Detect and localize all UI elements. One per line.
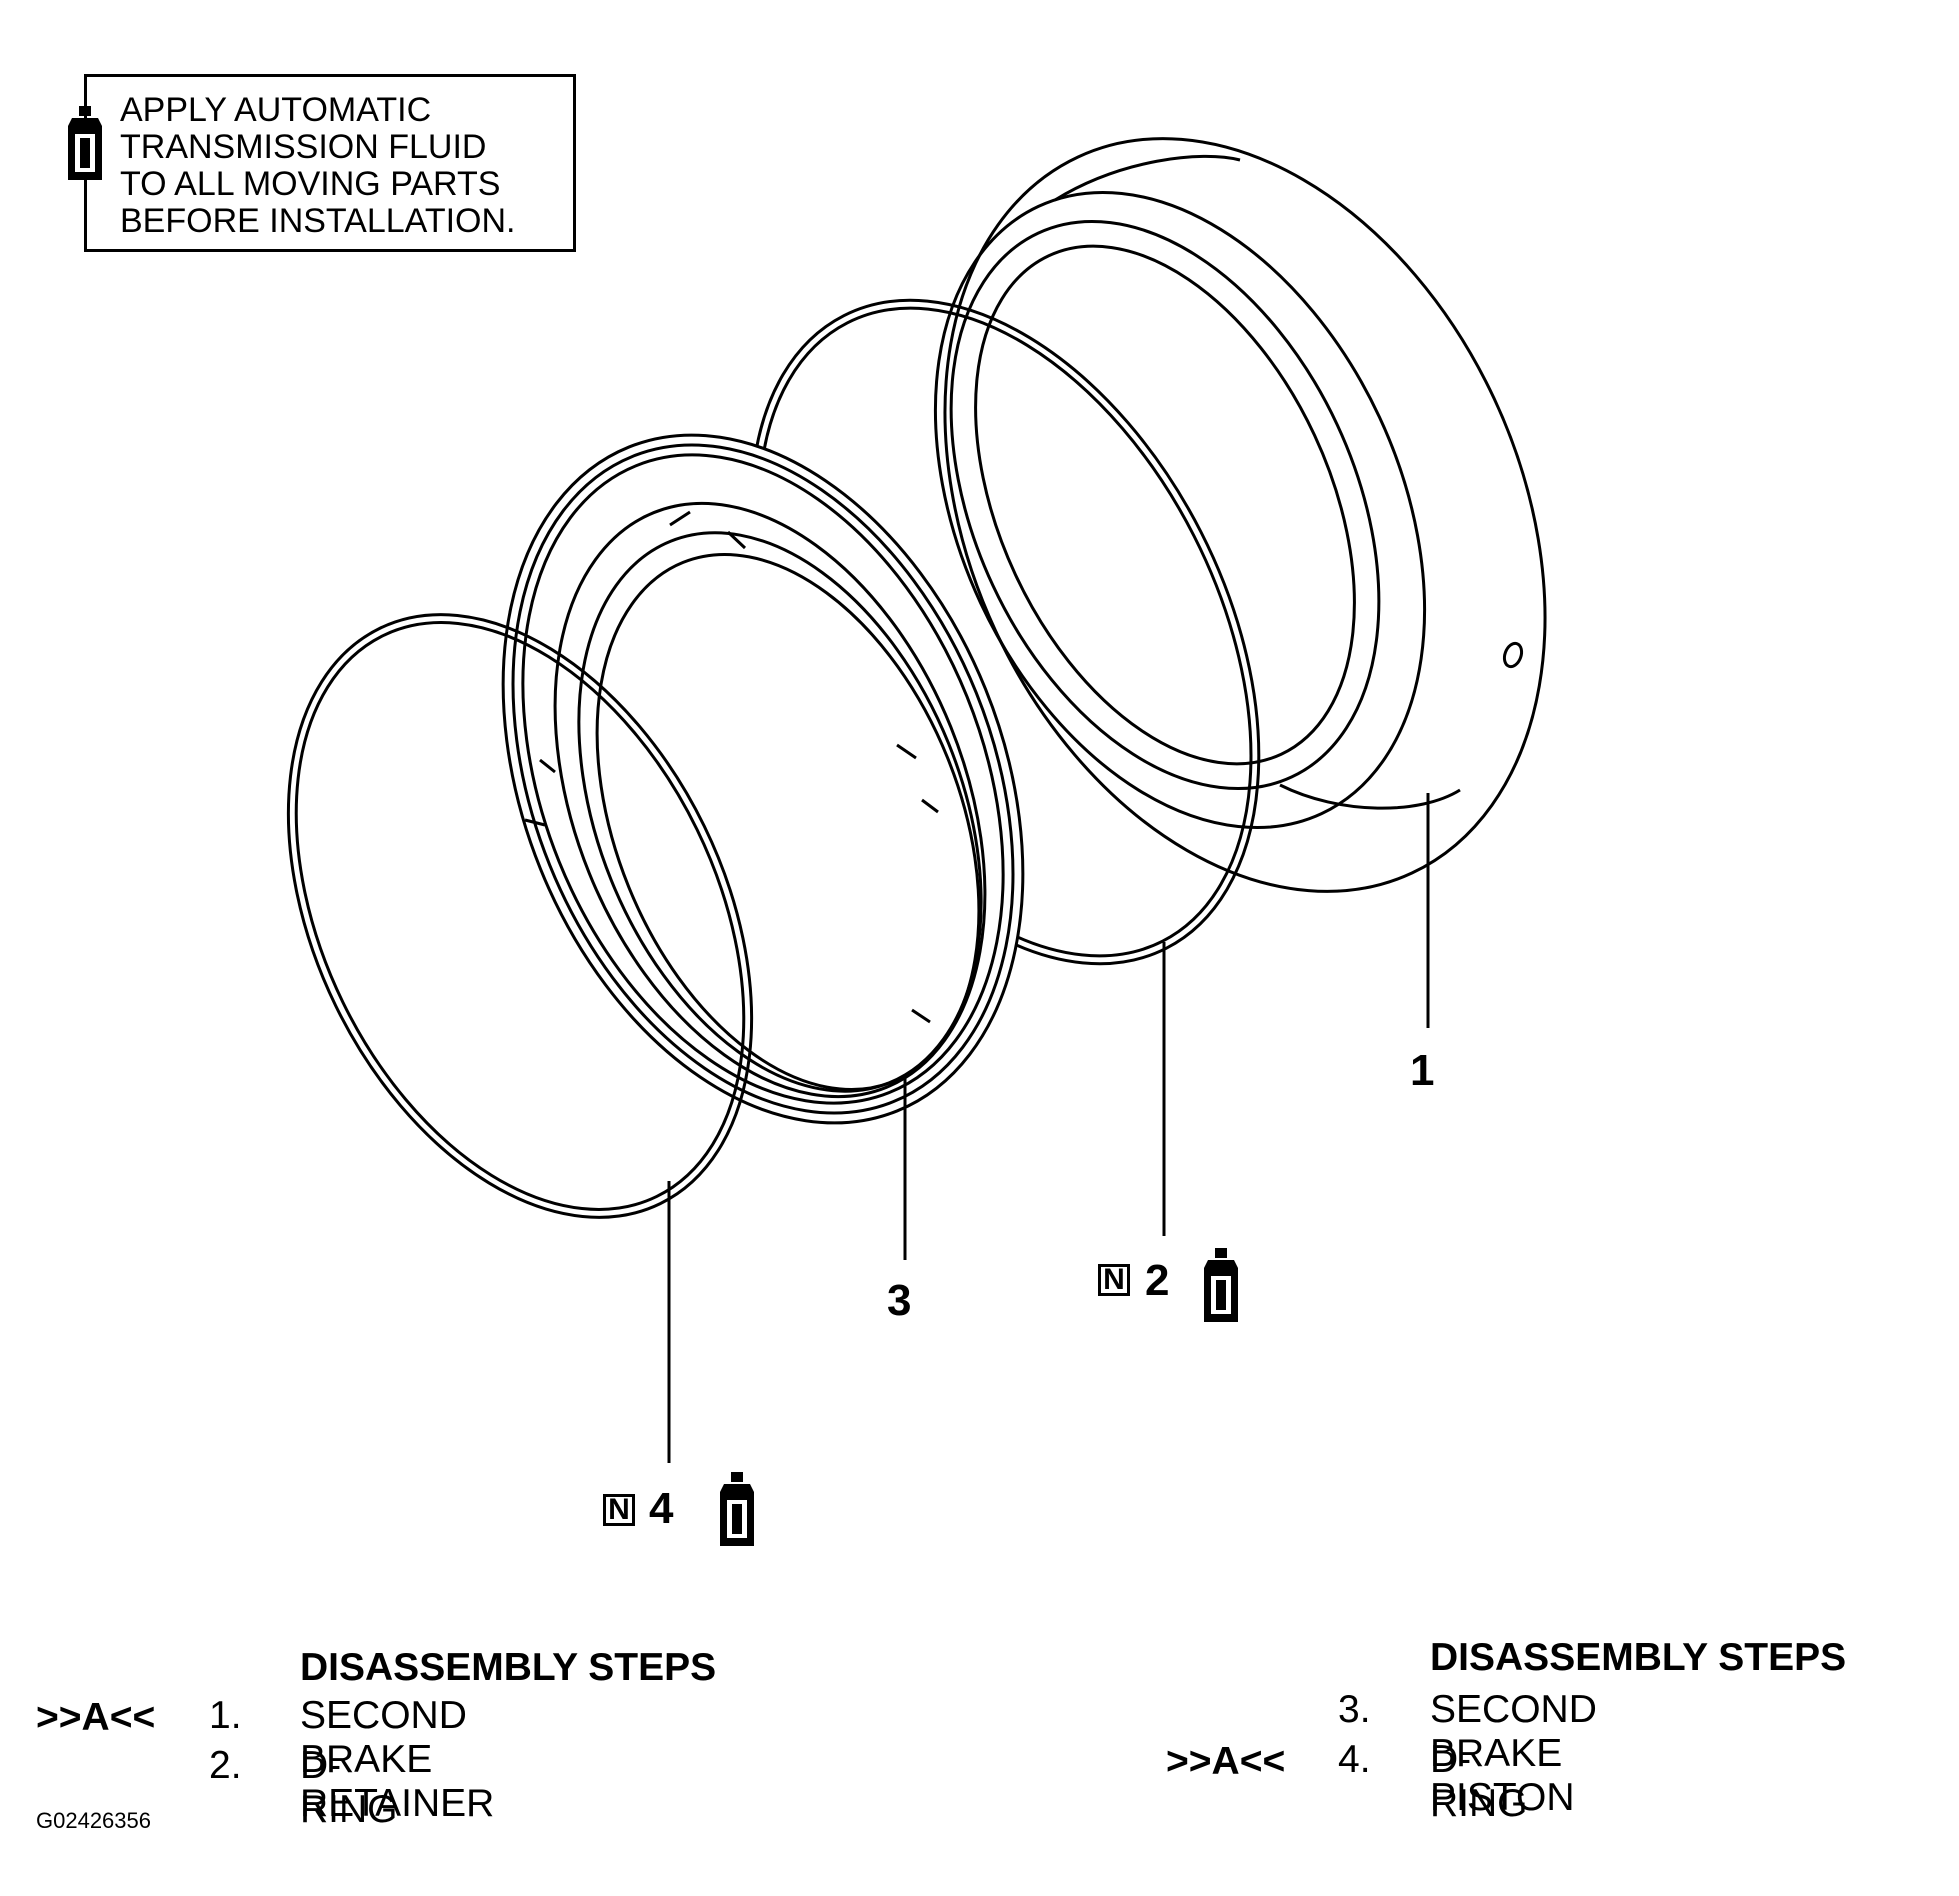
- step-1-number: 1.: [209, 1694, 242, 1737]
- step-4-mark: >>A<<: [1166, 1740, 1286, 1783]
- steps-left-header: DISASSEMBLY STEPS: [300, 1646, 717, 1689]
- step-2-number: 2.: [209, 1744, 242, 1787]
- d-ring-inner: [286, 613, 754, 1219]
- second-brake-piston: [501, 433, 1025, 1125]
- step-1-mark: >>A<<: [36, 1696, 156, 1739]
- note-line-1: APPLY AUTOMATIC: [120, 91, 432, 129]
- callout-4: 4: [649, 1484, 674, 1533]
- note-text: APPLY AUTOMATIC TRANSMISSION FLUID TO AL…: [120, 92, 515, 240]
- note-line-4: BEFORE INSTALLATION.: [120, 202, 516, 240]
- step-3-label: SECOND BRAKE PISTON: [1430, 1688, 1597, 1819]
- steps-right-header: DISASSEMBLY STEPS: [1430, 1636, 1847, 1679]
- figure-id: G02426356: [36, 1808, 151, 1833]
- step-4-number: 4.: [1338, 1738, 1371, 1781]
- callout-1: 1: [1410, 1046, 1435, 1095]
- step-4-label: D-RING: [1430, 1738, 1528, 1825]
- n-badge-2: N: [1098, 1264, 1130, 1296]
- callout-3: 3: [887, 1276, 912, 1325]
- oil-bottle-icon: [68, 106, 102, 180]
- step-1-label: SECOND BRAKE RETAINER: [300, 1694, 495, 1825]
- note-line-3: TO ALL MOVING PARTS: [120, 165, 501, 203]
- oil-bottle-icon: [720, 1472, 754, 1546]
- callout-2: 2: [1145, 1256, 1170, 1305]
- note-line-2: TRANSMISSION FLUID: [120, 128, 487, 166]
- step-2-label: D-RING: [300, 1744, 398, 1831]
- n-badge-4: N: [603, 1494, 635, 1526]
- second-brake-retainer: [933, 137, 1547, 893]
- oil-bottle-icon: [1204, 1248, 1238, 1322]
- step-3-number: 3.: [1338, 1688, 1371, 1731]
